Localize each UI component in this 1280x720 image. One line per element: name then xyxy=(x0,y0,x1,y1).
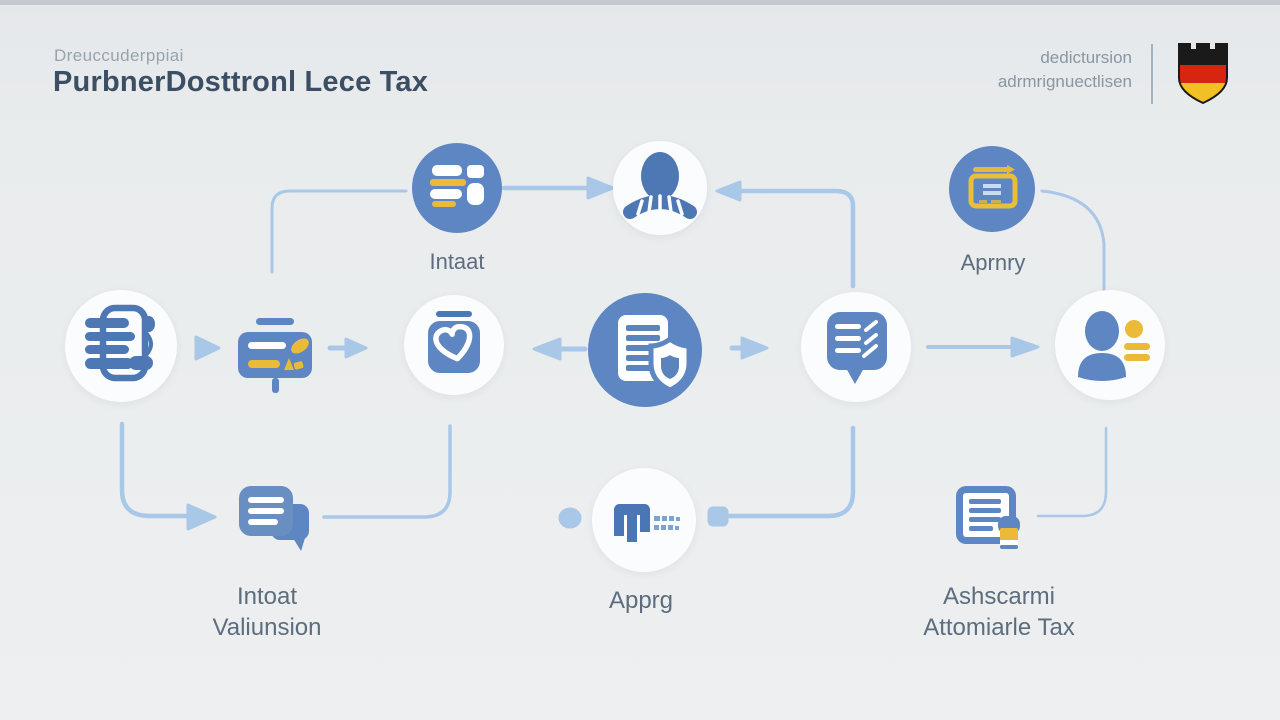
card-reader-icon xyxy=(949,144,1035,235)
header-right-line2: adrmrignuectlisen xyxy=(997,72,1132,91)
line-notes-to-approval xyxy=(725,425,856,519)
node-agency xyxy=(949,146,1035,232)
line-health-to-chat xyxy=(322,424,452,519)
arrow-notes-to-citizen xyxy=(735,188,856,289)
arrowhead-register-card xyxy=(194,335,221,361)
arrowhead-right-top xyxy=(586,176,615,200)
node-approval xyxy=(592,468,696,572)
node-health xyxy=(404,295,504,395)
node-citizen xyxy=(613,141,707,235)
label-assessment: Ashscarmi Attomiarle Tax xyxy=(889,581,1109,643)
line-card-to-intake xyxy=(270,189,408,274)
header-subtitle: Dreuccuderppiai xyxy=(54,46,184,65)
line-profile-to-assessment xyxy=(1036,426,1108,518)
label-assessment-line1: Ashscarmi xyxy=(942,583,1056,610)
dot-approval-left xyxy=(558,507,582,529)
checklist-bubble-icon xyxy=(801,290,911,405)
label-validation-line2: Valiunsion xyxy=(212,614,322,641)
receipt-list-icon xyxy=(65,288,177,405)
heart-box-icon xyxy=(404,293,504,398)
document-shield-icon xyxy=(588,291,702,410)
label-intake: Intaat xyxy=(429,249,485,274)
label-approval: Apprg xyxy=(608,587,674,614)
person-collar-icon xyxy=(616,142,704,235)
square-cap-approval xyxy=(707,506,729,527)
id-card-icon xyxy=(226,306,326,401)
node-notes xyxy=(801,292,911,402)
arrowhead-central-notes xyxy=(740,336,769,360)
label-agency: Aprnry xyxy=(960,250,1026,275)
page-title: PurbnerDosttronl Lece Tax xyxy=(53,66,429,98)
header-right-line1: dedictursion xyxy=(1040,48,1132,67)
node-central xyxy=(588,293,702,407)
germany-coat-of-arms-shield-icon xyxy=(1176,42,1230,111)
arrowhead-central-health xyxy=(532,337,562,361)
header-right-text: dedictursion adrmrignuectlisen xyxy=(998,46,1132,94)
line-agency-to-profile xyxy=(1040,189,1106,296)
chat-bubbles-icon xyxy=(233,478,313,563)
document-seal-icon xyxy=(948,480,1032,565)
list-document-icon xyxy=(412,141,502,236)
arrowhead-register-chat xyxy=(186,503,217,531)
node-register xyxy=(65,290,177,402)
label-validation-line1: Intoat xyxy=(236,583,298,610)
header-divider xyxy=(1151,44,1153,104)
node-profile xyxy=(1055,290,1165,400)
label-assessment-line2: Attomiarle Tax xyxy=(923,614,1075,641)
arrowhead-notes-profile xyxy=(1010,336,1040,358)
top-strip xyxy=(0,0,1280,5)
arrowhead-card-health xyxy=(344,337,368,359)
bank-glyph-icon xyxy=(592,466,696,575)
arrowhead-left-top xyxy=(715,180,742,202)
label-validation: Intoat Valiunsion xyxy=(177,581,357,643)
node-intake xyxy=(412,143,502,233)
line-register-to-chat xyxy=(119,421,191,519)
user-profile-icon xyxy=(1058,291,1162,400)
